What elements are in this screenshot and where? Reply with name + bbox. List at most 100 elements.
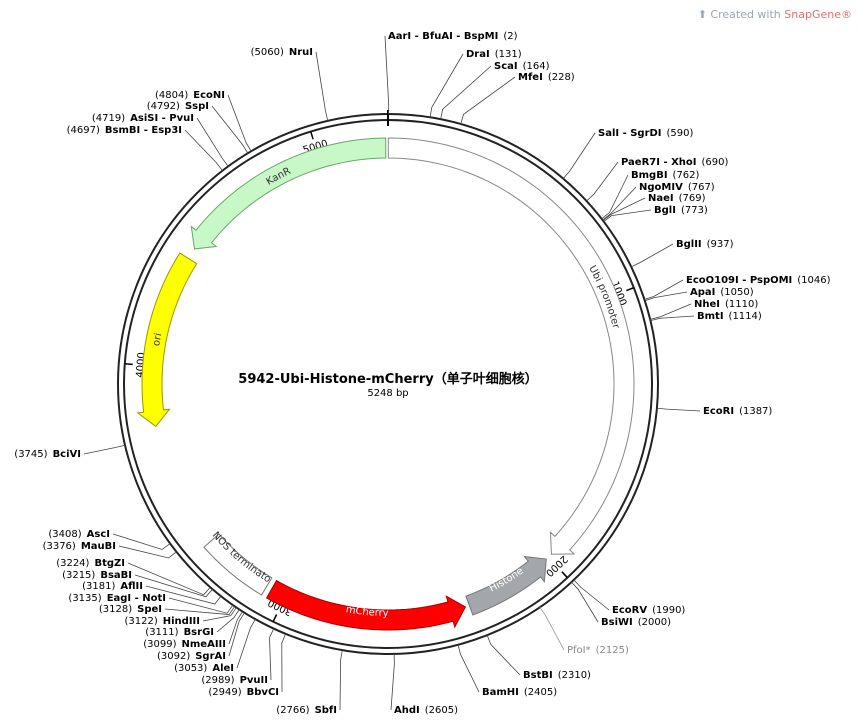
tick-mark: [626, 286, 635, 292]
site-ecoo109i-pspomi[interactable]: EcoO109I - PspOMI(1046): [644, 275, 831, 300]
watermark-brand: SnapGene®: [784, 8, 852, 21]
site-sbfi[interactable]: (2766)SbfI: [276, 650, 343, 716]
feature-ubi-promoter[interactable]: Ubi promoter: [387, 137, 635, 555]
site-bsabi[interactable]: (3215)BsaBI: [62, 570, 213, 598]
site-ecori[interactable]: EcoRI(1387): [656, 406, 773, 417]
site-econi[interactable]: (4804)EcoNI: [155, 90, 252, 152]
site-label: (3376)MauBI: [43, 541, 116, 552]
site-pvuii[interactable]: (2989)PvuII: [201, 628, 275, 686]
site-mfei[interactable]: MfeI(228): [460, 72, 575, 125]
feature-shape: [465, 555, 547, 616]
site-label: (4792)SspI: [147, 101, 209, 112]
site-leader: [656, 407, 701, 412]
map-title: 5942-Ubi-Histone-mCherry（单子叶细胞核）: [238, 371, 537, 387]
feature-nos-terminator[interactable]: NOS terminator: [0, 0, 273, 596]
site-hindiii[interactable]: (3122)HindIII: [124, 607, 237, 627]
site-bsmbi-esp3i[interactable]: (4697)BsmBI - Esp3I: [67, 125, 223, 171]
feature-shape: [265, 579, 467, 631]
site-nmeaiii[interactable]: (3099)NmeAIII: [143, 611, 243, 650]
site-label: (4719)AsiSI - PvuI: [92, 113, 194, 124]
site-label: (5060)NruI: [251, 47, 313, 58]
site-alei[interactable]: (3053)AleI: [174, 618, 256, 674]
site-eagi-noti[interactable]: (3135)EagI - NotI: [68, 593, 234, 614]
site-sspi[interactable]: (4792)SspI: [147, 101, 249, 154]
site-drai[interactable]: DraI(131): [429, 49, 522, 118]
feature-mcherry[interactable]: mCherry: [265, 579, 467, 631]
site-paer7i-xhoi[interactable]: PaeR7I - XhoI(690): [586, 157, 729, 202]
site-asisi-pvui[interactable]: (4719)AsiSI - PvuI: [92, 113, 229, 167]
site-nrui[interactable]: (5060)NruI: [251, 47, 329, 121]
site-label: EcoRV(1990): [612, 605, 685, 616]
site-label: (3224)BtgZI: [56, 558, 125, 569]
site-leader: [644, 291, 688, 302]
site-leader: [602, 197, 646, 221]
site-label: AhdI(2605): [394, 705, 458, 716]
site-leader: [228, 612, 245, 657]
site-label: EcoO109I - PspOMI(1046): [686, 275, 831, 286]
site-leader: [83, 444, 126, 455]
site-leader: [573, 579, 610, 611]
site-bsrgi[interactable]: (3111)BsrGI: [145, 609, 240, 638]
feature-label: mCherry: [345, 604, 389, 619]
site-sgrai[interactable]: (3092)SgrAI: [157, 612, 245, 662]
map-length: 5248 bp: [367, 388, 408, 399]
site-leader: [112, 533, 171, 550]
site-leader: [339, 650, 343, 711]
feature-kanr[interactable]: KanR: [190, 137, 387, 251]
site-leader: [460, 76, 516, 125]
site-ahdi[interactable]: AhdI(2605): [390, 653, 458, 716]
site-label: (3053)AleI: [174, 663, 234, 674]
site-bamhi[interactable]: BamHI(2405): [457, 644, 557, 698]
site-leader: [586, 161, 619, 202]
feature-shape: [203, 533, 273, 596]
feature-histone[interactable]: Histone: [465, 555, 547, 616]
site-label: (3408)AscI: [48, 529, 110, 540]
site-bmgbi[interactable]: BmgBI(762): [601, 170, 700, 220]
feature-label: NOS terminator: [0, 0, 273, 585]
site-bglii[interactable]: BglII(937): [631, 239, 734, 268]
site-label: ApaI(1050): [690, 287, 754, 298]
site-naei[interactable]: NaeI(769): [602, 193, 706, 221]
site-leader: [164, 606, 236, 615]
site-leader: [603, 209, 652, 222]
site-label: (4804)EcoNI: [155, 90, 225, 101]
feature-ori[interactable]: ori: [136, 252, 198, 428]
site-apai[interactable]: ApaI(1050): [644, 287, 754, 302]
site-label: SalI - SgrDI(590): [598, 128, 694, 139]
site-label: AarI - BfuAI - BspMI(2): [388, 31, 518, 42]
site-aflii[interactable]: (3181)AflII: [82, 581, 222, 605]
site-ecorv[interactable]: EcoRV(1990): [573, 579, 686, 616]
site-label: (3099)NmeAIII: [143, 639, 226, 650]
site-leader: [429, 53, 464, 118]
site-scai[interactable]: ScaI(164): [440, 61, 550, 120]
site-leader: [211, 105, 249, 154]
site-spei[interactable]: (3128)SpeI: [99, 604, 236, 615]
site-nhei[interactable]: NheI(1110): [650, 299, 758, 320]
site-bbvci[interactable]: (2949)BbvCI: [208, 633, 286, 698]
site-label: BglI(773): [654, 205, 708, 216]
site-aari-bfuai-bspmi[interactable]: AarI - BfuAI - BspMI(2): [384, 31, 518, 115]
site-label: (3111)BsrGI: [145, 627, 214, 638]
site-bsiwi[interactable]: BsiWI(2000): [571, 581, 671, 628]
site-leader: [602, 186, 637, 221]
site-leader: [650, 303, 692, 320]
site-label: BmgBI(762): [631, 170, 700, 181]
site-leader: [236, 618, 256, 669]
site-btgzi[interactable]: (3224)BtgZI: [56, 558, 211, 596]
site-maubi[interactable]: (3376)MauBI: [43, 541, 177, 559]
site-bmti[interactable]: BmtI(1114): [650, 311, 762, 322]
site-bgli[interactable]: BglI(773): [603, 205, 708, 222]
site-asci[interactable]: (3408)AscI: [48, 529, 171, 550]
site-ngomiv[interactable]: NgoMIV(767): [602, 182, 715, 221]
site-bcivi[interactable]: (3745)BciVI: [14, 444, 126, 460]
site-leader: [631, 243, 674, 268]
site-pfoi-[interactable]: PfoI*(2125): [539, 607, 629, 656]
snapgene-watermark: ⬆︎ Created with SnapGene®: [698, 8, 852, 21]
site-leader: [228, 611, 243, 645]
site-bstbi[interactable]: BstBI(2310): [486, 634, 591, 681]
site-leader: [281, 633, 286, 693]
site-sali-sgrdi[interactable]: SalI - SgrDI(590): [562, 128, 694, 179]
site-leader: [216, 609, 240, 633]
site-label: (3181)AflII: [82, 581, 143, 592]
